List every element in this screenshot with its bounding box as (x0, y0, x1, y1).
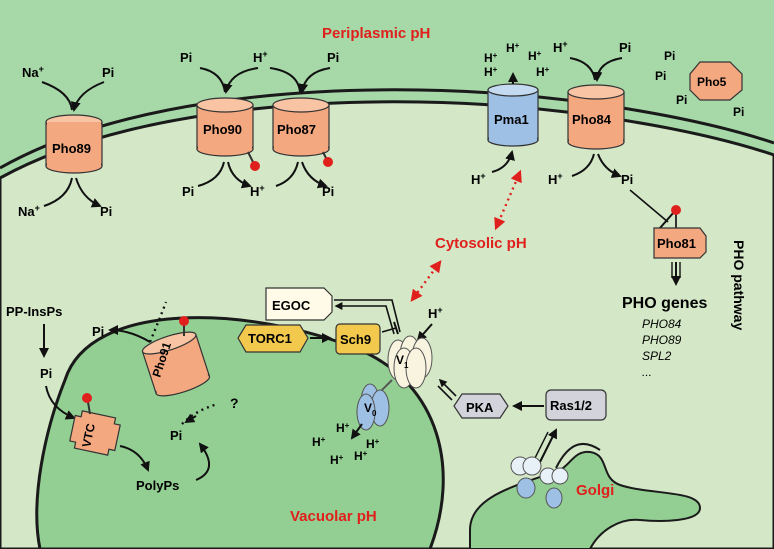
pho87-label: Pho87 (277, 122, 316, 137)
sch9-label: Sch9 (340, 332, 371, 347)
svg-text:H+: H+ (312, 435, 326, 449)
pi-cytosol-left: Pi (40, 366, 52, 381)
pi-periplasm-4: Pi (733, 105, 744, 119)
h-cluster-vacuole: H+ H+ H+ H+ H+ (312, 421, 380, 467)
vacuolar-ph-label: Vacuolar pH (290, 508, 377, 525)
phospho-mark (82, 393, 92, 403)
v-atpase: V1 V0 (356, 335, 433, 431)
pp-insps-label: PP-InsPs (6, 304, 62, 319)
unknown-mark: ? (230, 395, 239, 411)
pho89-label: Pho89 (52, 141, 91, 156)
pho87-transporter: Pho87 (272, 97, 333, 167)
cytosolic-ph-label: Cytosolic pH (435, 235, 527, 252)
vo-domain: V0 (356, 383, 390, 431)
na-out-label: Na+ (18, 203, 40, 219)
pka-box (453, 393, 509, 419)
pi-out-pho84: Pi (621, 172, 633, 187)
vtc-label: VTC (79, 422, 98, 449)
periplasmic-ph-label: Periplasmic pH (322, 25, 430, 42)
pka-label: PKA (466, 400, 494, 415)
v1-label: V1 (396, 353, 409, 370)
vacuole (35, 316, 445, 549)
egoc-label: EGOC (272, 298, 311, 313)
golgi-v-atpase-2 (539, 467, 569, 509)
pho91-transporter (141, 331, 211, 397)
pi-in-pho84: Pi (619, 40, 631, 55)
pi-in-pho90: Pi (180, 50, 192, 65)
na-in-label: Na+ (22, 64, 44, 80)
h-cluster-pma1-out: H+ H+ H+ H+ H+ (484, 41, 550, 79)
pho-genes-title: PHO genes (622, 295, 707, 312)
gene-spl2: SPL2 (642, 349, 672, 363)
svg-text:H+: H+ (484, 65, 498, 79)
golgi-label: Golgi (576, 482, 614, 499)
phospho-mark (179, 316, 189, 326)
ras-label: Ras1/2 (550, 398, 592, 413)
svg-text:H+: H+ (506, 41, 520, 55)
h-in-pho90: H+ (253, 49, 268, 65)
gene-more: ... (642, 365, 652, 379)
phospho-mark (671, 205, 681, 215)
h-v-atpase: H+ (428, 305, 443, 321)
pho-pathway-label: PHO pathway (731, 240, 747, 330)
h-out-pho90: H+ (250, 183, 265, 199)
pho84-label: Pho84 (572, 112, 612, 127)
torc1-box (237, 324, 309, 353)
svg-text:H+: H+ (484, 51, 498, 65)
vo-label: V0 (364, 401, 377, 418)
torc1-label: TORC1 (248, 331, 292, 346)
pho90-transporter: Pho90 (196, 97, 260, 171)
pi-out-pho87: Pi (322, 184, 334, 199)
pho81-label: Pho81 (657, 236, 696, 251)
vtc-complex: VTC (69, 393, 121, 456)
pi-out-pho91: Pi (92, 324, 104, 339)
svg-text:H+: H+ (330, 453, 344, 467)
svg-text:H+: H+ (354, 449, 368, 463)
phospho-mark (250, 161, 260, 171)
pho5-label: Pho5 (697, 75, 727, 89)
svg-text:H+: H+ (536, 65, 550, 79)
pi-out-pho89: Pi (100, 204, 112, 219)
h-in-pho84: H+ (553, 39, 568, 55)
polyps-label: PolyPs (136, 478, 179, 493)
v1-domain: V1 (387, 335, 433, 389)
h-cytosol-pma1: H+ (471, 171, 486, 187)
pi-periplasm-1: Pi (664, 49, 675, 63)
pi-in-pho89: Pi (102, 65, 114, 80)
golgi-v-atpase-1 (510, 456, 542, 499)
sch9-box (335, 323, 381, 355)
pho81-box: Pho81 (653, 205, 707, 259)
pi-periplasm-2: Pi (655, 69, 666, 83)
h-out-pho84: H+ (548, 171, 563, 187)
pho90-label: Pho90 (203, 122, 242, 137)
pi-out-pho90: Pi (182, 184, 194, 199)
pi-in-pho87: Pi (327, 50, 339, 65)
pma1-pump: Pma1 (487, 83, 539, 147)
ras-box (545, 389, 607, 421)
gene-pho84: PHO84 (642, 317, 682, 331)
pho84-transporter: Pho84 (567, 84, 625, 150)
gene-pho89: PHO89 (642, 333, 682, 347)
phospho-mark (323, 157, 333, 167)
pho5-enzyme (689, 61, 743, 101)
pho89-transporter: Pho89 (45, 114, 103, 174)
pi-periplasm-3: Pi (676, 93, 687, 107)
svg-text:H+: H+ (366, 437, 380, 451)
pi-vacuole: Pi (170, 428, 182, 443)
svg-text:H+: H+ (336, 421, 350, 435)
svg-text:H+: H+ (528, 49, 542, 63)
pma1-label: Pma1 (494, 112, 529, 127)
egoc-box (265, 287, 333, 321)
